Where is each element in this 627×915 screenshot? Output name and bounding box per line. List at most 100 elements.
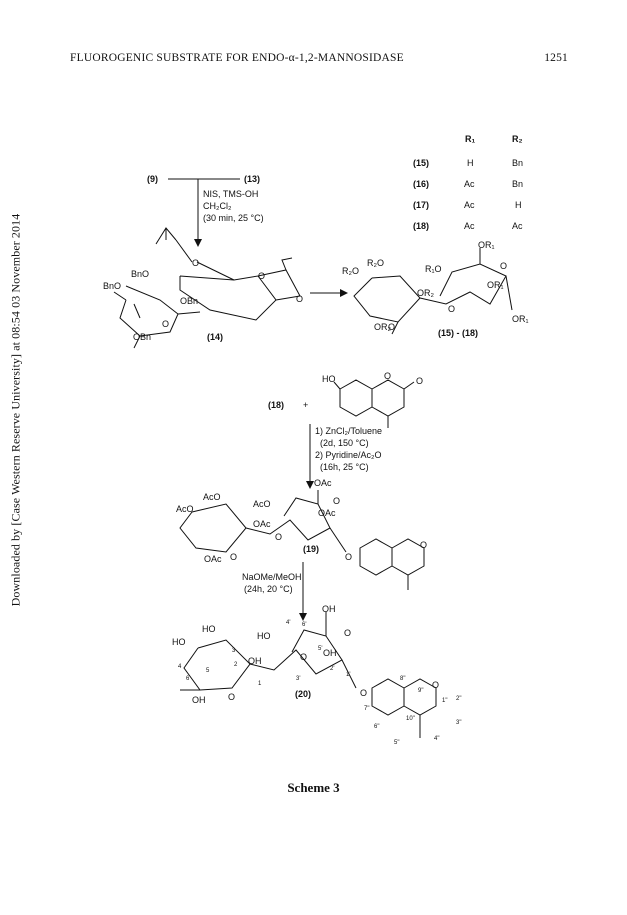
c19-group: AcO [253,499,271,509]
c15-group: O [388,322,395,332]
atom-number: 10" [406,716,415,722]
c20-group: O [432,680,439,690]
running-title: FLUOROGENIC SUBSTRATE FOR ENDO-α-1,2-MAN… [70,52,404,64]
atom-number: 6' [302,622,306,628]
coumarin-structure [333,379,415,428]
c20-group: HO [202,624,216,634]
compound-15-18-structure [353,248,513,335]
c15-group: OR₁ [512,314,529,324]
c19-group: OAc [204,554,222,564]
step1-condition-2: CH₂Cl₂ [203,201,232,211]
c15-group: OR₁ [478,240,495,250]
c20-group: HO [257,631,271,641]
table-r2: Ac [512,221,523,231]
c15-group: R₂O [342,266,359,276]
atom-number: 1 [258,681,262,687]
compound-14-structure [113,227,301,349]
table-r1: Ac [464,179,475,189]
table-row: (15) H Bn [413,158,523,168]
c19-group: AcO [203,492,221,502]
table-header-r1: R₁ [465,134,475,144]
c15-group: OR₂ [374,322,392,332]
compound-20-label: (20) [295,689,311,699]
table-compound: (18) [413,221,429,231]
atom-number: 4 [178,664,182,670]
atom-number: 5" [394,740,399,746]
c19-group: AcO [176,504,194,514]
reactant-18: (18) [268,400,284,410]
step1: (9) (13) NIS, TMS-OH CH₂Cl₂ (30 min, 25 … [147,174,264,247]
c19-group: O [333,496,340,506]
c14-group: O [258,271,265,281]
c15-group: O [448,304,455,314]
step2-condition-4: (16h, 25 °C) [320,462,369,472]
atom-number: 2" [456,696,461,702]
atom-number: 9" [418,688,423,694]
step1-condition-3: (30 min, 25 °C) [203,213,264,223]
running-header: FLUOROGENIC SUBSTRATE FOR ENDO-α-1,2-MAN… [70,52,568,68]
c15-group: OR₂ [417,288,435,298]
atom-number: 1' [346,672,350,678]
plus-sign: + [303,400,308,410]
atom-number: 8" [400,676,405,682]
atom-number: 1" [442,698,447,704]
c19-group: OAc [314,478,332,488]
c20-group: OH [192,695,206,705]
atom-number: 5 [206,668,210,674]
table-r2: Bn [512,179,523,189]
atom-number: 2' [330,666,334,672]
table-compound: (16) [413,179,429,189]
c19-group: OAc [253,519,271,529]
step3-condition-1: NaOMe/MeOH [242,572,302,582]
compound-19-structure [179,490,425,590]
c19-group: O [275,532,282,542]
c14-group: O [192,258,199,268]
table-row: (16) Ac Bn [413,179,523,189]
compound-19-label: (19) [303,544,319,554]
c15-group: R₂O [367,258,384,268]
table-r2: Bn [512,158,523,168]
coumarin-group: O [416,376,423,386]
coumarin-group: O [384,371,391,381]
c19-group: O [230,552,237,562]
c19-group: OAc [318,508,336,518]
table-r1: H [467,158,474,168]
c15-group: O [500,261,507,271]
compound-14-label: (14) [207,332,223,342]
coumarin-group: HO [322,374,336,384]
step2-condition-1: 1) ZnCl₂/Toluene [315,426,382,436]
c20-group: HO [172,637,186,647]
c15-group: R₁O [425,264,442,274]
compound-15-18-label: (15) - (18) [438,328,478,338]
atom-number: 6 [186,676,190,682]
atom-number: 6" [374,724,379,730]
atom-number: 3' [296,676,300,682]
table-r2: H [515,200,522,210]
c20-group: O [344,628,351,638]
c20-group: O [360,688,367,698]
c14-group: O [296,294,303,304]
atom-number: 5' [318,646,322,652]
page-number: 1251 [544,52,568,64]
step3-condition-2: (24h, 20 °C) [244,584,293,594]
table-row: (18) Ac Ac [413,221,523,231]
atom-number: 3 [232,648,236,654]
reactant-13: (13) [244,174,260,184]
table-header-r2: R₂ [512,134,523,144]
c14-group: BnO [131,269,149,279]
table-r1: Ac [464,221,475,231]
c20-group: O [300,652,307,662]
scheme-caption: Scheme 3 [287,780,340,795]
c20-group: OH [322,604,336,614]
c14-group: OBn [133,332,151,342]
atom-number: 4" [434,736,439,742]
table-compound: (17) [413,200,429,210]
table-row: (17) Ac H [413,200,522,210]
c14-group: BnO [103,281,121,291]
compound-20-structure [180,612,437,738]
c15-group: OR₁ [487,280,504,290]
c14-group: OBn [180,296,198,306]
table-r1: Ac [464,200,475,210]
step2-condition-2: (2d, 150 °C) [320,438,369,448]
